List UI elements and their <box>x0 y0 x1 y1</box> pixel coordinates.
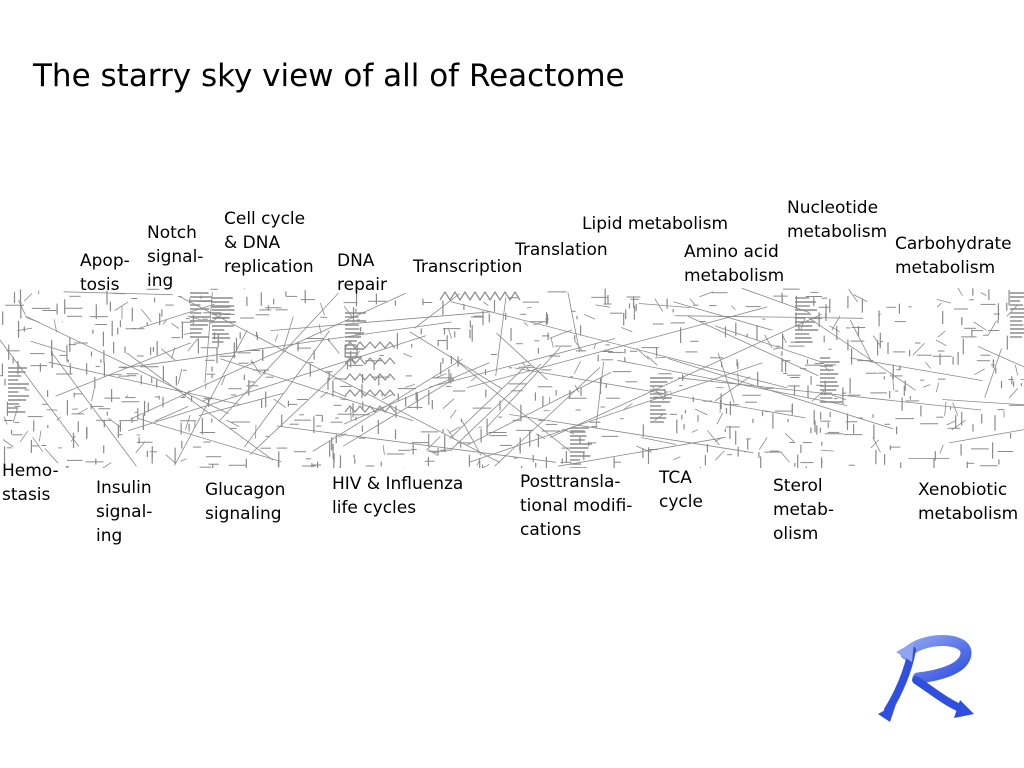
label-amino-acid-metabolism: Amino acid metabolism <box>684 242 785 286</box>
label-notch-signaling: Notch signal- ing <box>147 223 204 291</box>
label-cell-cycle-dna-replication: Cell cycle & DNA replication <box>224 209 314 277</box>
label-carbohydrate-metabolism: Carbohydrate metabolism <box>895 234 1012 278</box>
label-translation: Translation <box>515 240 608 260</box>
label-apoptosis: Apop- tosis <box>80 251 130 295</box>
label-tca-cycle: TCA cycle <box>659 468 703 512</box>
label-posttranslational-modifications: Posttransla- tional modifi- cations <box>520 472 633 540</box>
label-xenobiotic-metabolism: Xenobiotic metabolism <box>918 480 1019 524</box>
label-hiv-influenza-life-cycles: HIV & Influenza life cycles <box>332 474 464 518</box>
label-transcription: Transcription <box>413 257 523 277</box>
label-sterol-metabolism: Sterol metab- olism <box>773 476 835 544</box>
label-dna-repair: DNA repair <box>337 251 387 295</box>
label-nucleotide-metabolism: Nucleotide metabolism <box>787 198 888 242</box>
label-hemostasis: Hemo- stasis <box>2 461 59 505</box>
slide-title: The starry sky view of all of Reactome <box>33 58 625 94</box>
pathway-map <box>0 288 1024 468</box>
label-insulin-signaling: Insulin signal- ing <box>96 478 153 546</box>
label-lipid-metabolism: Lipid metabolism <box>582 214 729 234</box>
reactome-r-logo-icon <box>878 635 974 722</box>
label-glucagon-signaling: Glucagon signaling <box>205 480 286 524</box>
